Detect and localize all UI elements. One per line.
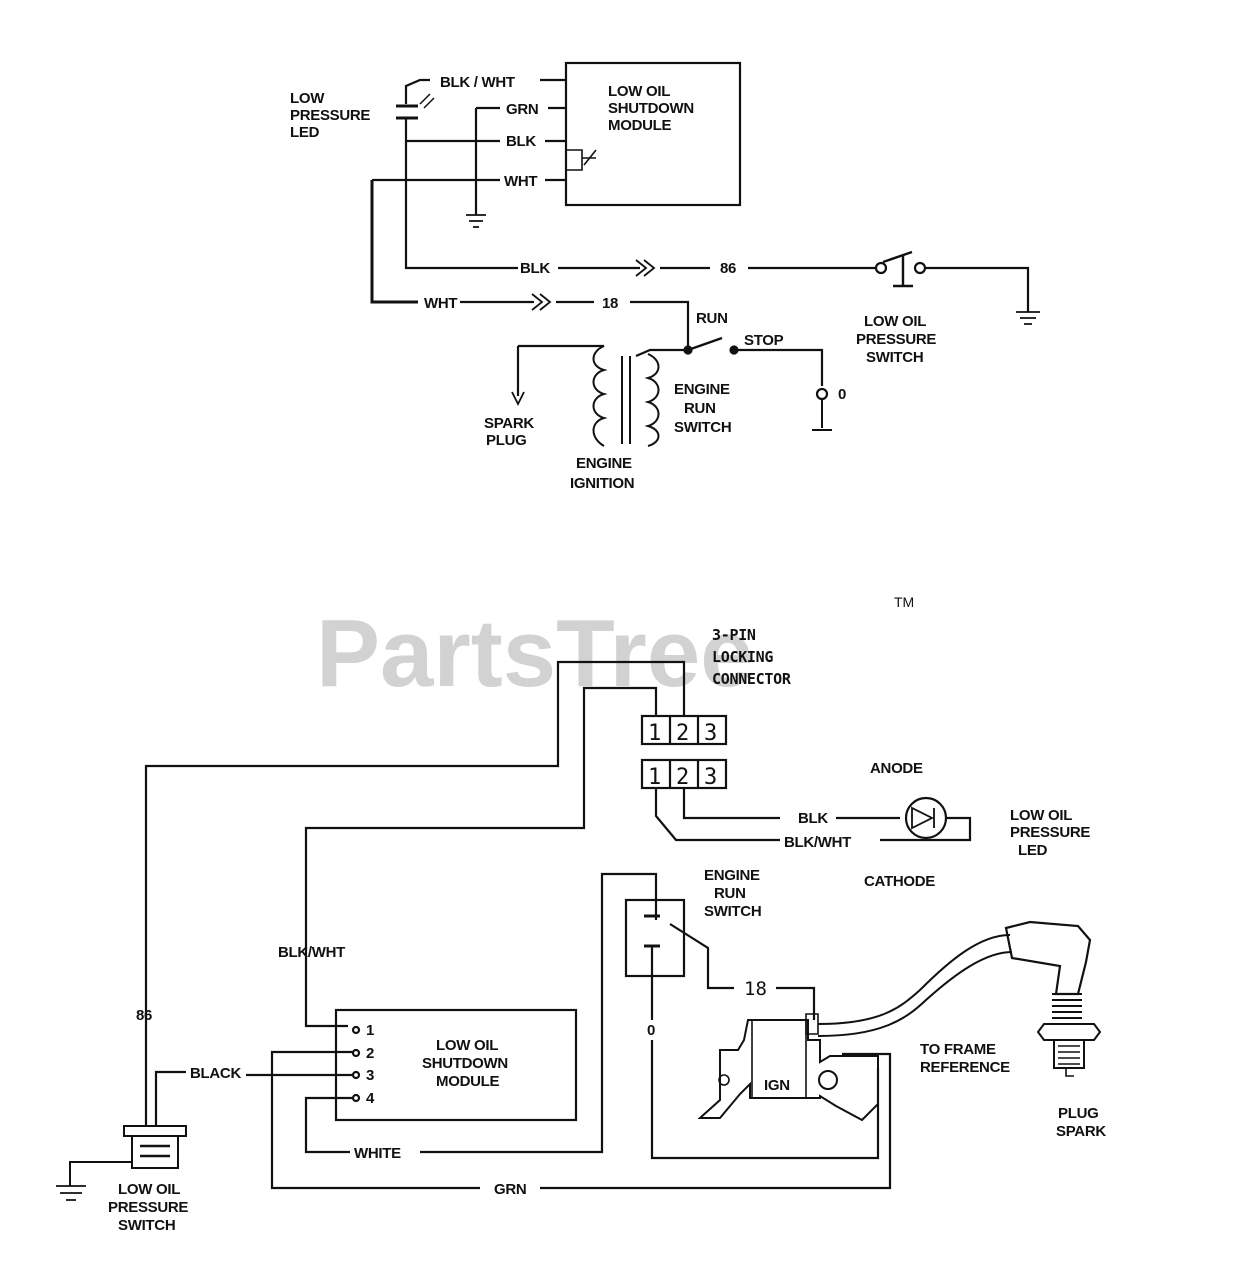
top-led-label-3: LED [290, 124, 320, 141]
ign-label: IGN [764, 1077, 790, 1094]
top-wire-wht: WHT [504, 173, 537, 190]
top-wire-blkwht: BLK / WHT [440, 74, 515, 91]
top-num-86: 86 [720, 260, 736, 277]
connector-title-2: LOCKING [712, 648, 773, 666]
top-spark-plug-2: PLUG [486, 432, 526, 449]
top-oil-switch-2: PRESSURE [856, 331, 936, 348]
top-spark-plug-1: SPARK [484, 415, 534, 432]
watermark: PartsTree TM [316, 594, 914, 707]
bottom-run-3: SWITCH [704, 903, 761, 920]
top-module-box [564, 61, 742, 207]
terminal-1: 1 [366, 1022, 374, 1039]
top-run-label: RUN [696, 310, 728, 327]
pin-bottom-2: 2 [676, 765, 689, 790]
pin-top-1: 1 [648, 721, 661, 746]
bottom-module-1: LOW OIL [436, 1037, 498, 1054]
bottom-black-label: BLACK [190, 1065, 241, 1082]
bottom-run-switch [624, 898, 686, 978]
to-frame-2: REFERENCE [920, 1059, 1010, 1076]
bottom-white-label: WHITE [354, 1145, 401, 1162]
top-num-18: 18 [602, 295, 618, 312]
bottom-run-2: RUN [714, 885, 746, 902]
top-led-label-2: PRESSURE [290, 107, 370, 124]
bottom-grn-label: GRN [494, 1181, 526, 1198]
terminal-4: 4 [366, 1090, 375, 1107]
top-module-label-3: MODULE [608, 117, 671, 134]
bottom-labels: 3-PIN LOCKING CONNECTOR 1 2 3 1 2 3 ANOD… [108, 626, 1107, 1234]
top-engine-run-3: SWITCH [674, 419, 731, 436]
terminal-2: 2 [366, 1045, 374, 1062]
top-module-label-2: SHUTDOWN [608, 100, 694, 117]
top-oil-switch-1: LOW OIL [864, 313, 926, 330]
watermark-tm: TM [894, 594, 914, 610]
top-schematic [370, 61, 1040, 447]
bottom-blkwht-right: BLK/WHT [784, 834, 851, 851]
top-wire-grn: GRN [506, 101, 538, 118]
top-zero-label: 0 [838, 386, 846, 403]
bottom-module-box [334, 1008, 578, 1122]
connector-title-3: CONNECTOR [712, 670, 792, 688]
bottom-num-18: 18 [744, 978, 767, 1000]
bottom-led-2: PRESSURE [1010, 824, 1090, 841]
bottom-blk-label: BLK [798, 810, 828, 827]
watermark-text: PartsTree [316, 600, 754, 707]
bottom-oil-switch-2: PRESSURE [108, 1199, 188, 1216]
top-blk-long: BLK [520, 260, 550, 277]
anode-label: ANODE [870, 760, 923, 777]
top-module-label-1: LOW OIL [608, 83, 670, 100]
top-engine-run-2: RUN [684, 400, 716, 417]
plug-spark-1: PLUG [1058, 1105, 1098, 1122]
bottom-oil-switch-3: SWITCH [118, 1217, 175, 1234]
bottom-oil-switch-1: LOW OIL [118, 1181, 180, 1198]
cathode-label: CATHODE [864, 873, 935, 890]
top-labels: LOW PRESSURE LED LOW OIL SHUTDOWN MODULE… [290, 74, 937, 492]
top-wire-blk: BLK [506, 133, 536, 150]
connector-title-1: 3-PIN [712, 626, 756, 644]
to-frame-1: TO FRAME [920, 1041, 996, 1058]
bottom-module-3: MODULE [436, 1073, 499, 1090]
top-led-label-1: LOW [290, 90, 325, 107]
top-stop-label: STOP [744, 332, 784, 349]
bottom-module-2: SHUTDOWN [422, 1055, 508, 1072]
bottom-led-1: LOW OIL [1010, 807, 1072, 824]
pin-bottom-3: 3 [704, 765, 717, 790]
bottom-zero: 0 [647, 1022, 655, 1039]
terminal-3: 3 [366, 1067, 374, 1084]
pin-top-3: 3 [704, 721, 717, 746]
top-oil-switch-3: SWITCH [866, 349, 923, 366]
pin-bottom-1: 1 [648, 765, 661, 790]
bottom-num-86: 86 [136, 1007, 152, 1024]
bottom-blkwht-left: BLK/WHT [278, 944, 345, 961]
top-wht-long: WHT [424, 295, 457, 312]
top-engine-run-1: ENGINE [674, 381, 730, 398]
bottom-pictorial [56, 660, 1102, 1201]
pin-top-2: 2 [676, 721, 689, 746]
bottom-run-1: ENGINE [704, 867, 760, 884]
bottom-led-3: LED [1018, 842, 1048, 859]
top-engine-ign-2: IGNITION [570, 475, 634, 492]
top-engine-ign-1: ENGINE [576, 455, 632, 472]
plug-spark-2: SPARK [1056, 1123, 1106, 1140]
